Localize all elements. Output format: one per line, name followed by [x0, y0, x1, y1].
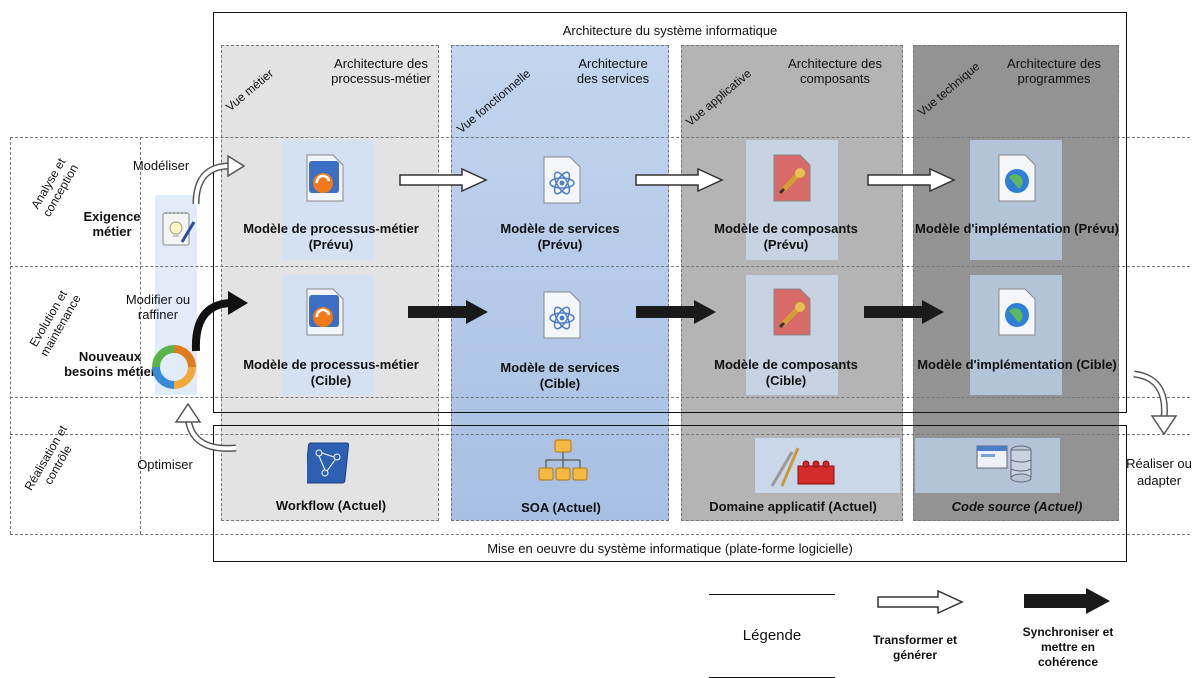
- curved-arrow-optimiser: [174, 402, 237, 452]
- model-label-cible: Modèle d'implémentation (Cible): [917, 357, 1117, 372]
- model-label-cible: Modèle de composants (Cible): [714, 357, 858, 388]
- services-model-icon: [543, 291, 581, 339]
- architecture-label: Architecture des programmes: [1007, 56, 1101, 86]
- synchronize-arrow: [408, 300, 488, 324]
- model-label-prevu: Modèle de processus-métier (Prévu): [243, 221, 419, 252]
- process-model-icon: [306, 288, 344, 336]
- curved-arrow-modeliser: [192, 154, 246, 205]
- transform-arrow: [867, 168, 956, 192]
- row-label: Analyse et conception: [28, 155, 82, 220]
- synchronize-arrow: [864, 300, 944, 324]
- soa-hierarchy-icon: [538, 439, 588, 481]
- row-divider: [10, 137, 1190, 138]
- transform-arrow: [399, 168, 488, 192]
- legend-transform-arrow: [877, 590, 964, 614]
- actuel-label: Domaine applicatif (Actuel): [709, 499, 877, 514]
- optimiser-label: Optimiser: [137, 457, 193, 472]
- legend-title: Légende: [742, 627, 802, 644]
- modeliser-label: Modéliser: [132, 158, 190, 173]
- workflow-icon: [307, 442, 350, 484]
- row-label: Réalisation et contrôle: [21, 422, 75, 493]
- system-architecture-frame: [213, 12, 1127, 413]
- model-label-cible: Modèle de processus-métier (Cible): [243, 357, 419, 388]
- code-database-icon: [976, 445, 1032, 483]
- row-divider: [10, 534, 1190, 535]
- row-divider: [10, 137, 11, 534]
- components-model-icon: [773, 154, 811, 202]
- implementation-title: Mise en oeuvre du système informatique (…: [487, 541, 853, 556]
- tools-blocks-icon: [770, 447, 835, 487]
- model-label-prevu: Modèle de composants (Prévu): [714, 221, 858, 252]
- curved-arrow-realiser: [1133, 370, 1178, 436]
- legend-line-top: [709, 594, 835, 595]
- legend-transformer-label: Transformer et générer: [872, 633, 958, 662]
- exigence-label: Exigence métier: [83, 209, 141, 239]
- services-model-icon: [543, 156, 581, 204]
- row-divider: [10, 266, 1190, 267]
- notepad-lightbulb-icon: [162, 212, 196, 246]
- row-divider: [10, 434, 1190, 435]
- process-model-icon: [306, 154, 344, 202]
- transform-arrow: [635, 168, 724, 192]
- model-label-cible: Modèle de services (Cible): [500, 360, 620, 391]
- row-divider: [140, 137, 141, 534]
- implementation-frame: [213, 425, 1127, 562]
- implementation-model-icon: [998, 154, 1036, 202]
- cycle-icon: [152, 345, 196, 389]
- model-label-prevu: Modèle d'implémentation (Prévu): [915, 221, 1119, 236]
- legend-synchroniser-label: Synchroniser et mettre en cohérence: [1022, 625, 1114, 669]
- synchronize-arrow: [636, 300, 716, 324]
- actuel-label: Code source (Actuel): [951, 499, 1083, 514]
- realiser-label: Réaliser ou adapter: [1126, 456, 1192, 488]
- model-label-prevu: Modèle de services (Prévu): [500, 221, 620, 252]
- curved-arrow-modifier: [191, 291, 248, 352]
- architecture-label: Architecture des composants: [788, 56, 882, 86]
- system-architecture-title: Architecture du système informatique: [562, 23, 778, 38]
- nouveaux-label: Nouveaux besoins métier: [64, 349, 156, 379]
- architecture-label: Architecture des services: [576, 56, 650, 86]
- implementation-model-icon: [998, 288, 1036, 336]
- components-model-icon: [773, 288, 811, 336]
- architecture-label: Architecture des processus-métier: [331, 56, 431, 86]
- actuel-label: Workflow (Actuel): [275, 498, 387, 513]
- legend-synchronize-arrow: [1024, 588, 1110, 614]
- row-divider: [10, 397, 1190, 398]
- modifier-label: Modifier ou raffiner: [125, 292, 191, 322]
- actuel-label: SOA (Actuel): [521, 500, 601, 515]
